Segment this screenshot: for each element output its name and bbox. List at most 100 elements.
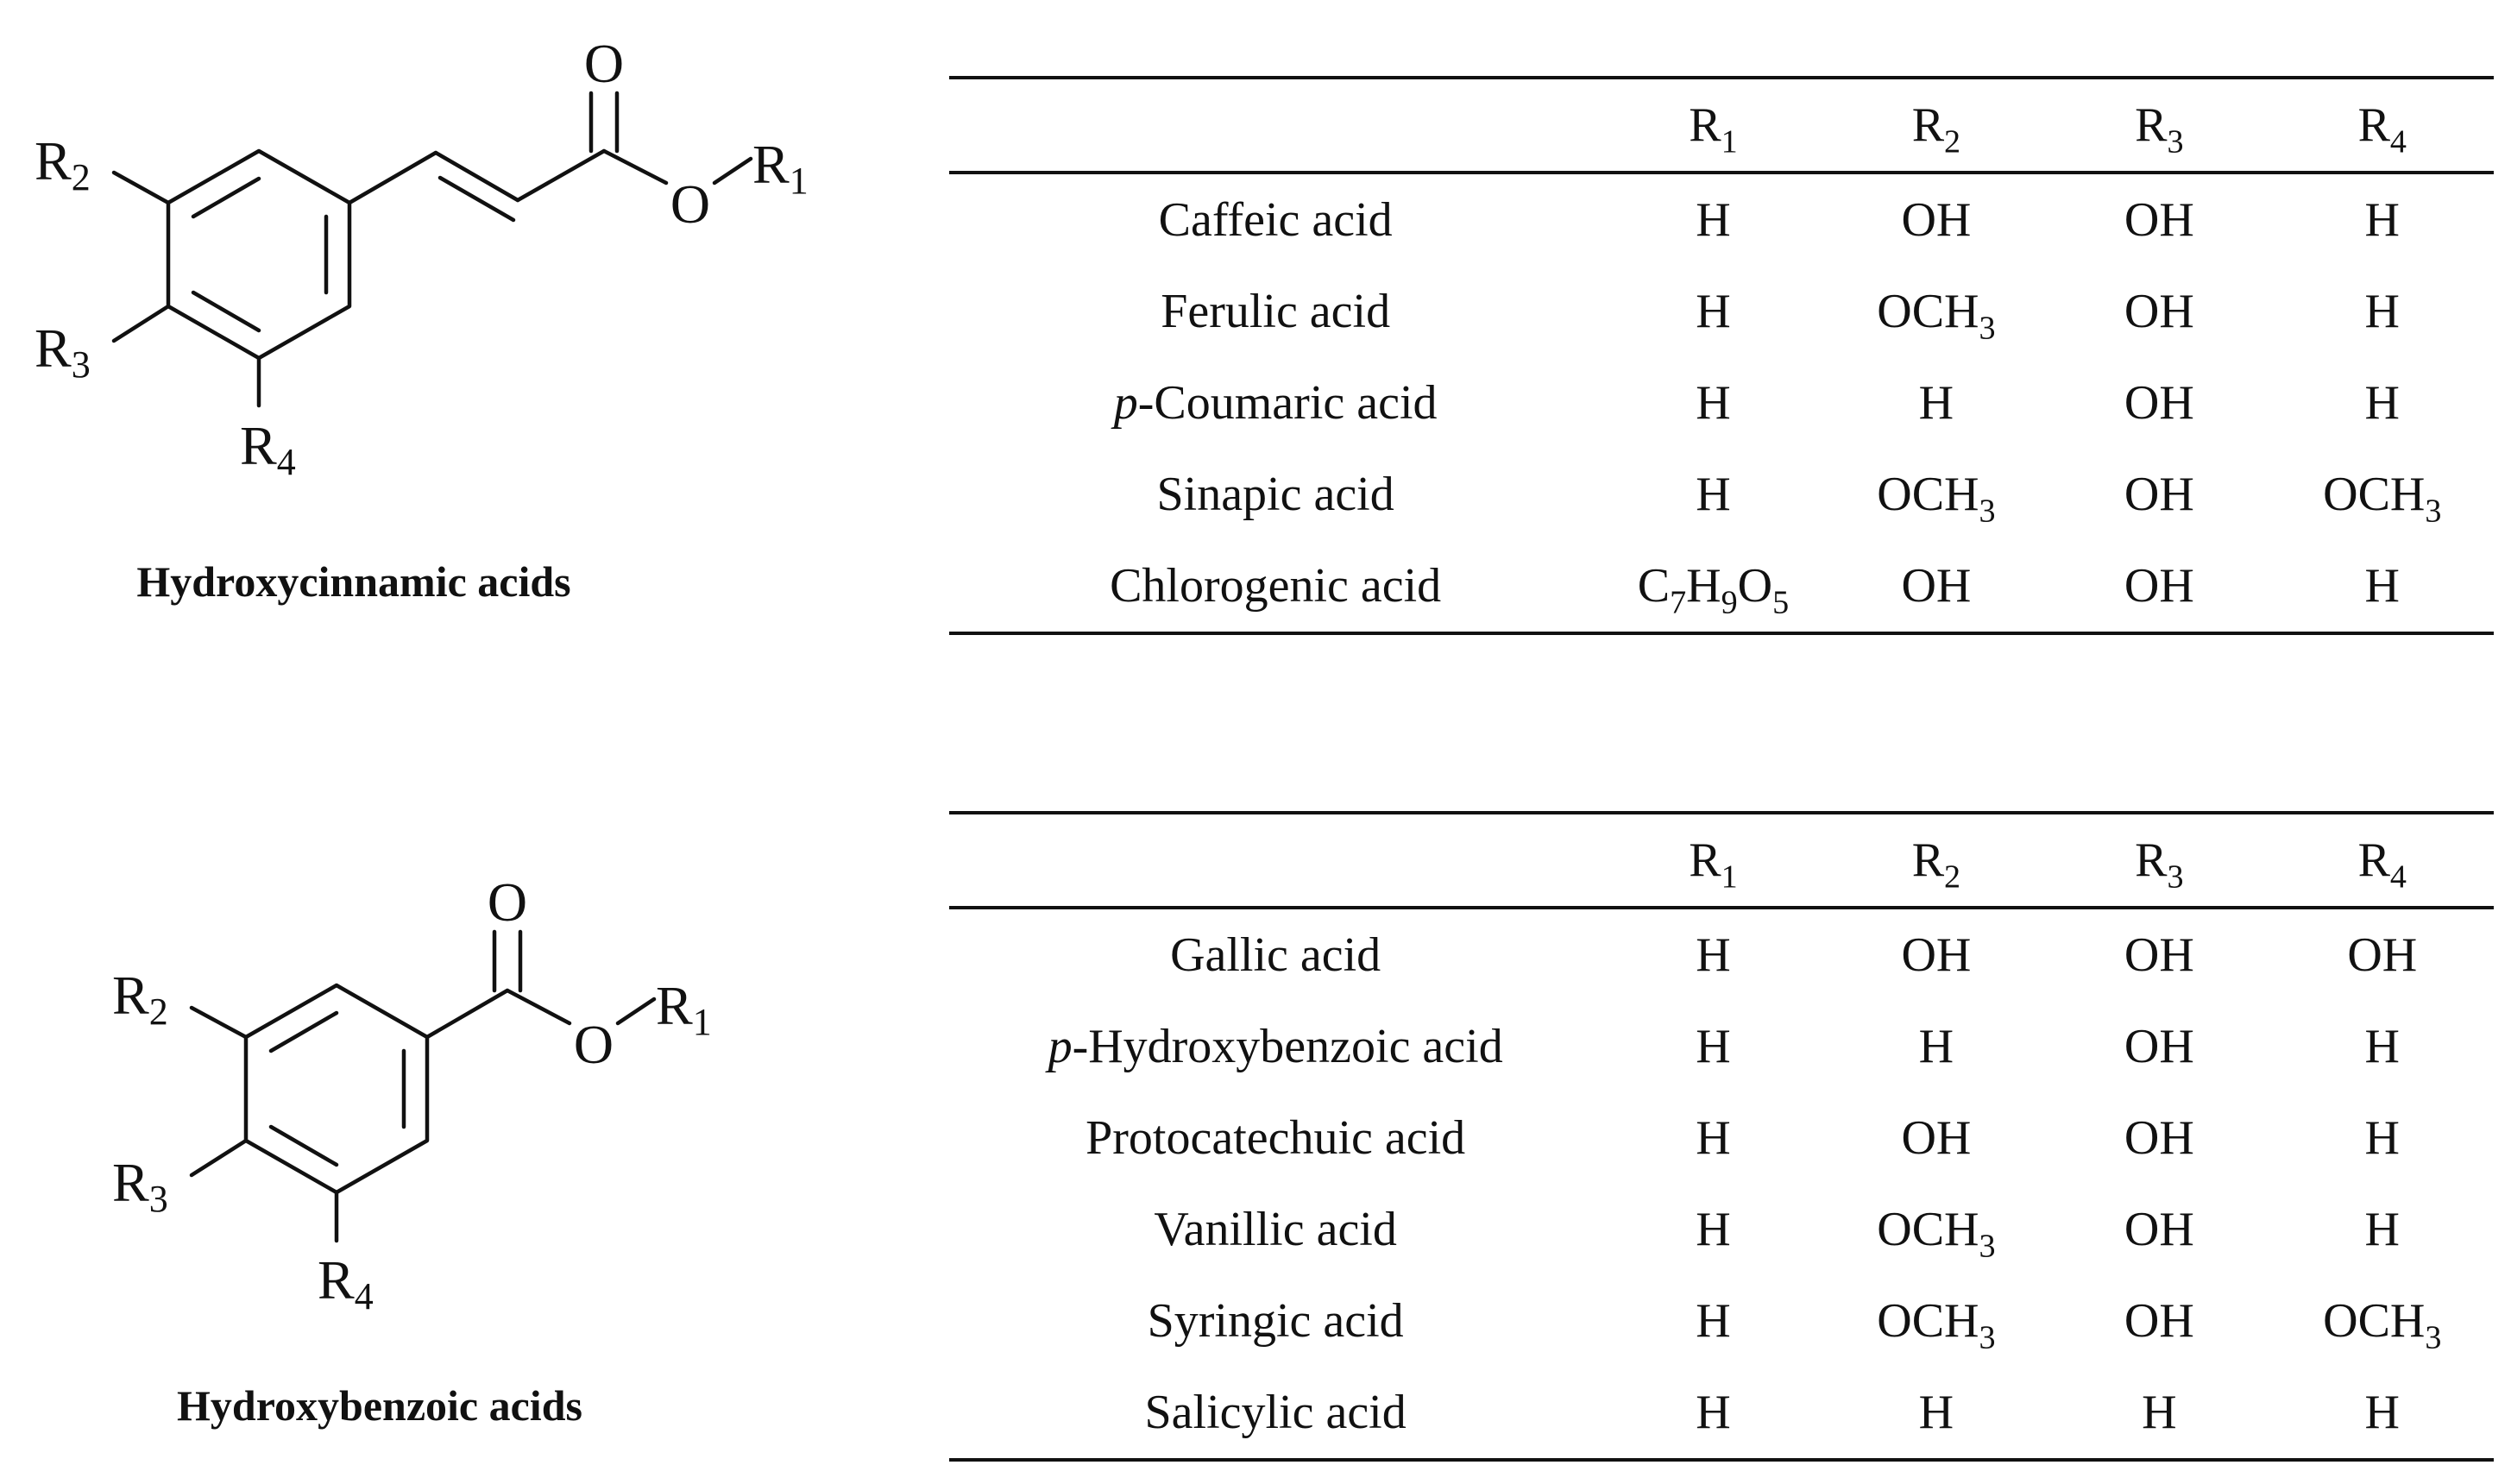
r3-value: OH xyxy=(2124,285,2194,338)
r4-value: H xyxy=(2364,1203,2400,1256)
r3-label: R3 xyxy=(112,1152,168,1220)
r4-value: H xyxy=(2364,193,2400,247)
header-r3: R3 xyxy=(2135,833,2184,896)
carbonyl-oxygen-label: O xyxy=(584,33,624,94)
compound-name: Sinapic acid xyxy=(1156,468,1394,521)
r1-label: R1 xyxy=(656,975,712,1043)
compound-name: Ferulic acid xyxy=(1161,285,1391,338)
hydroxybenzoic-caption: Hydroxybenzoic acids xyxy=(177,1381,582,1430)
compound-name: Protocatechuic acid xyxy=(1086,1111,1466,1165)
r1-value: H xyxy=(1696,1020,1731,1073)
compound-name: Vanillic acid xyxy=(1154,1203,1397,1256)
r3-value: OH xyxy=(2124,1294,2194,1348)
header-r4: R4 xyxy=(2357,833,2407,896)
compound-name: Salicylic acid xyxy=(1144,1386,1407,1439)
table-row: p-Hydroxybenzoic acid H H OH H xyxy=(949,1001,2494,1092)
ester-oxygen-label: O xyxy=(574,1014,614,1075)
r4-value: H xyxy=(2364,285,2400,338)
header-r4: R4 xyxy=(2357,98,2407,160)
carboxyl-bonds xyxy=(425,929,657,1040)
r3-value: OH xyxy=(2124,1111,2194,1165)
r3-value: OH xyxy=(2124,376,2194,430)
r2-value: OCH3 xyxy=(1877,468,1996,530)
r2-label: R2 xyxy=(35,130,91,198)
r1-value: C7H9O5 xyxy=(1637,559,1790,621)
r2-value: OH xyxy=(1901,193,1972,247)
r3-value: OH xyxy=(2124,1020,2194,1073)
table-row: Sinapic acid H OCH3 OH OCH3 xyxy=(949,449,2494,540)
substituent-bonds xyxy=(111,170,261,408)
r2-value: OH xyxy=(1901,559,1972,613)
r3-value: OH xyxy=(2124,193,2194,247)
compound-name: p-Hydroxybenzoic acid xyxy=(1048,1020,1503,1073)
table-header-row: R1 R2 R3 R4 xyxy=(949,813,2494,908)
r1-value: H xyxy=(1696,1386,1731,1439)
table-row: Syringic acid H OCH3 OH OCH3 xyxy=(949,1275,2494,1367)
r1-value: H xyxy=(1696,285,1731,338)
compound-name: p-Coumaric acid xyxy=(1113,376,1438,430)
r2-value: OCH3 xyxy=(1877,1203,1996,1265)
r4-label: R4 xyxy=(318,1249,374,1317)
hydroxycinnamic-structure: O O R1 R2 R3 R4 xyxy=(35,33,809,483)
side-chain-bonds xyxy=(347,91,753,223)
r3-label: R3 xyxy=(35,318,91,386)
substituent-bonds xyxy=(189,1005,339,1243)
compound-name: Chlorogenic acid xyxy=(1110,559,1442,613)
r3-value: H xyxy=(2142,1386,2177,1439)
table-row: Ferulic acid H OCH3 OH H xyxy=(949,266,2494,357)
hydroxybenzoic-structure: O O R1 R2 R3 R4 xyxy=(112,871,712,1317)
header-r1: R1 xyxy=(1689,98,1738,160)
carbonyl-oxygen-label: O xyxy=(488,871,527,933)
hydroxycinnamic-caption: Hydroxycinnamic acids xyxy=(136,557,571,606)
header-r1: R1 xyxy=(1689,833,1738,896)
r2-value: OH xyxy=(1901,928,1972,982)
table-row: Chlorogenic acid C7H9O5 OH OH H xyxy=(949,540,2494,633)
r1-label: R1 xyxy=(752,134,809,202)
r4-value: H xyxy=(2364,1020,2400,1073)
table-header-row: R1 R2 R3 R4 xyxy=(949,78,2494,173)
r2-value: H xyxy=(1918,376,1954,430)
compound-name: Syringic acid xyxy=(1147,1294,1404,1348)
compound-name: Gallic acid xyxy=(1170,928,1381,982)
r1-value: H xyxy=(1696,1203,1731,1256)
r4-value: H xyxy=(2364,1386,2400,1439)
r1-value: H xyxy=(1696,928,1731,982)
r4-value: H xyxy=(2364,559,2400,613)
header-r3: R3 xyxy=(2135,98,2184,160)
r3-value: OH xyxy=(2124,559,2194,613)
r4-label: R4 xyxy=(240,415,296,483)
table-row: Salicylic acid H H H H xyxy=(949,1367,2494,1460)
r1-value: H xyxy=(1696,1111,1731,1165)
r2-value: OCH3 xyxy=(1877,285,1996,347)
compound-name: Caffeic acid xyxy=(1158,193,1393,247)
header-compound xyxy=(949,78,1602,173)
r4-value: H xyxy=(2364,376,2400,430)
table-row: Protocatechuic acid H OH OH H xyxy=(949,1092,2494,1184)
r1-value: H xyxy=(1696,1294,1731,1348)
benzene-ring xyxy=(166,148,352,361)
r1-value: H xyxy=(1696,193,1731,247)
r2-value: OCH3 xyxy=(1877,1294,1996,1356)
r2-value: OH xyxy=(1901,1111,1972,1165)
r1-value: H xyxy=(1696,468,1731,521)
table-row: Vanillic acid H OCH3 OH H xyxy=(949,1184,2494,1275)
r4-value: OH xyxy=(2347,928,2418,982)
r4-value: OCH3 xyxy=(2323,1294,2442,1356)
header-r2: R2 xyxy=(1911,833,1961,896)
r3-value: OH xyxy=(2124,468,2194,521)
r2-value: H xyxy=(1918,1020,1954,1073)
benzene-ring xyxy=(243,983,430,1195)
header-compound xyxy=(949,813,1602,908)
r4-value: OCH3 xyxy=(2323,468,2442,530)
r2-label: R2 xyxy=(112,965,168,1033)
r4-value: H xyxy=(2364,1111,2400,1165)
r2-value: H xyxy=(1918,1386,1954,1439)
ester-oxygen-label: O xyxy=(670,173,710,235)
r3-value: OH xyxy=(2124,1203,2194,1256)
r3-value: OH xyxy=(2124,928,2194,982)
header-r2: R2 xyxy=(1911,98,1961,160)
table-row: Caffeic acid H OH OH H xyxy=(949,173,2494,266)
